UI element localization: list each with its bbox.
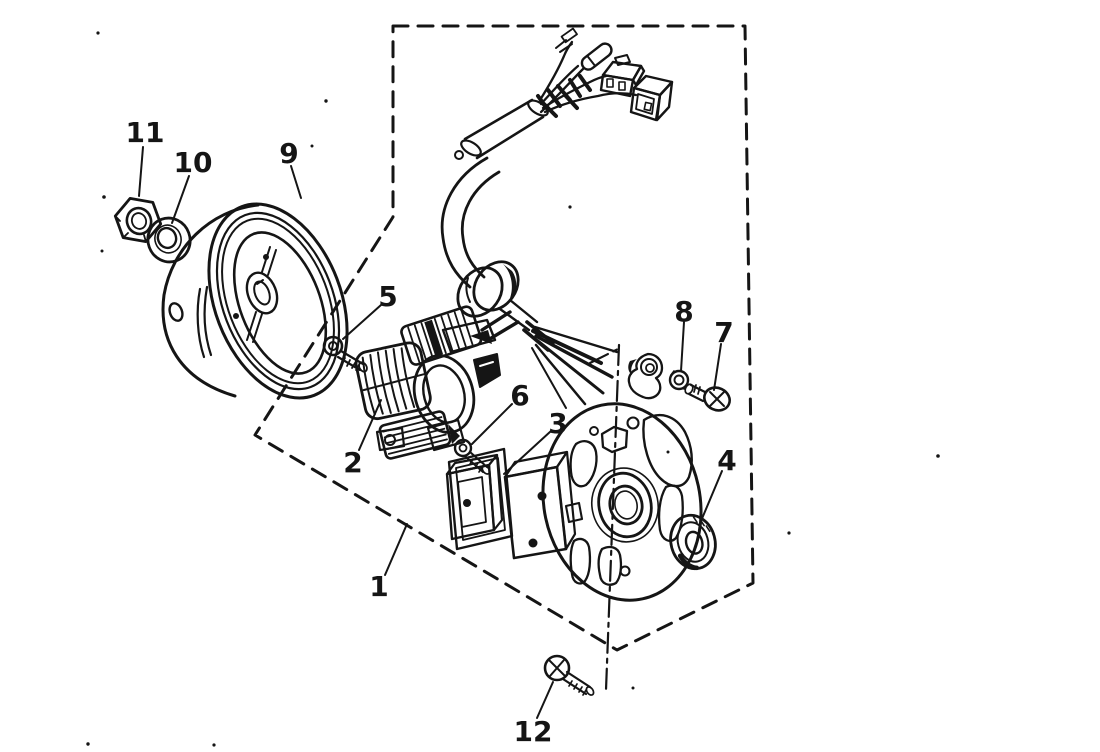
stator-top-coil bbox=[400, 305, 483, 366]
scan-speckles bbox=[86, 31, 940, 747]
leader-line-5 bbox=[342, 304, 382, 340]
center-boss-collar bbox=[597, 471, 653, 539]
leader-line-10 bbox=[171, 175, 190, 224]
flywheel-rotor bbox=[161, 202, 349, 400]
leader-line-8 bbox=[680, 321, 685, 372]
callout-label-1: 1 bbox=[369, 570, 388, 603]
harness-cable bbox=[440, 156, 539, 332]
pickup-coil-unit bbox=[445, 447, 577, 560]
plate-window-right bbox=[657, 484, 684, 542]
leader-line-7 bbox=[713, 343, 722, 391]
flywheel-wall-slot bbox=[196, 285, 213, 359]
callout-leader-lines bbox=[138, 146, 723, 719]
oil-seal bbox=[669, 513, 717, 571]
callout-label-9: 9 bbox=[279, 137, 298, 170]
leader-line-11 bbox=[138, 146, 144, 197]
callout-label-12: 12 bbox=[514, 715, 553, 748]
callout-label-3: 3 bbox=[548, 407, 567, 440]
callout-label-4: 4 bbox=[717, 444, 736, 477]
flywheel-hub bbox=[245, 271, 279, 315]
plate-window-top-right bbox=[642, 413, 693, 488]
callout-label-2: 2 bbox=[343, 446, 362, 479]
pan-screw-5 bbox=[322, 335, 368, 373]
harness-sleeve bbox=[454, 98, 549, 160]
plate-slot-bottom-left bbox=[569, 537, 592, 585]
cam-stop-piece bbox=[627, 352, 664, 400]
stator-bottom-coil bbox=[378, 410, 452, 460]
leader-line-1 bbox=[384, 523, 408, 576]
bullet-terminal bbox=[580, 42, 613, 71]
leader-line-6 bbox=[471, 403, 513, 445]
leader-line-2 bbox=[358, 399, 382, 451]
leader-line-3 bbox=[503, 430, 552, 475]
stator-lower-right-pole bbox=[426, 418, 466, 452]
leader-line-4 bbox=[700, 470, 723, 522]
plate-window-left bbox=[569, 440, 598, 488]
harness-grommet bbox=[456, 260, 520, 318]
plate-slot-bottom-center bbox=[597, 545, 623, 586]
callout-label-11: 11 bbox=[126, 116, 165, 149]
stator-coil-assembly bbox=[354, 305, 520, 460]
flywheel-wall-hole bbox=[168, 302, 184, 322]
phillips-screw-12 bbox=[543, 654, 595, 696]
callout-label-10: 10 bbox=[174, 146, 213, 179]
center-shaft-hole bbox=[608, 484, 644, 526]
plate-square-hole bbox=[564, 501, 584, 524]
pickup-main-box bbox=[503, 450, 577, 560]
pickup-small-box bbox=[445, 453, 504, 541]
phillips-screw-7 bbox=[684, 383, 731, 412]
stator-mount-tab bbox=[375, 426, 406, 452]
leader-line-9 bbox=[290, 165, 302, 199]
callout-label-7: 7 bbox=[714, 316, 733, 349]
assembly-boundary-dashed-outline bbox=[253, 24, 755, 652]
magneto-base-plate bbox=[541, 402, 703, 602]
harness-wire-shading bbox=[536, 74, 592, 118]
wire-harness bbox=[440, 27, 674, 409]
callout-label-6: 6 bbox=[510, 379, 529, 412]
callout-label-5: 5 bbox=[378, 280, 397, 313]
leader-line-12 bbox=[536, 681, 554, 719]
harness-frayed-leads bbox=[522, 320, 619, 409]
callout-label-8: 8 bbox=[674, 295, 693, 328]
callout-labels: 1 2 3 4 5 6 7 8 9 10 11 12 bbox=[126, 116, 737, 748]
connector-block-b bbox=[629, 74, 674, 122]
flywheel-nut bbox=[113, 197, 163, 243]
connector-block-a bbox=[599, 54, 646, 98]
plain-washer bbox=[146, 216, 192, 264]
